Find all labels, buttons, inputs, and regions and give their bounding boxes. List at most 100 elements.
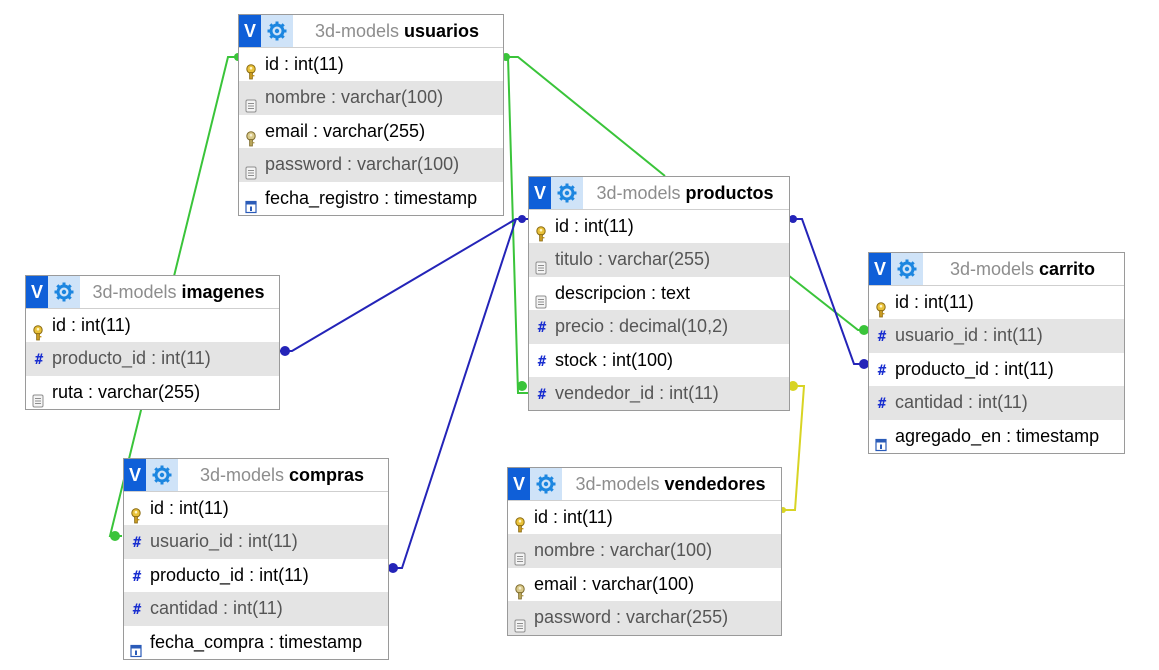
column-label: password : varchar(100) — [265, 154, 460, 175]
column-row-id[interactable]: id : int(11) — [26, 309, 279, 342]
column-row-titulo[interactable]: titulo : varchar(255) — [529, 243, 789, 277]
text-field-icon — [245, 158, 259, 180]
column-row-fecha_registro[interactable]: fecha_registro : timestamp — [239, 182, 503, 215]
column-row-password[interactable]: password : varchar(255) — [508, 601, 781, 635]
primary-key-icon — [32, 319, 46, 341]
timestamp-icon — [130, 636, 144, 657]
column-row-producto_id[interactable]: #producto_id : int(11) — [26, 342, 279, 376]
column-row-id[interactable]: id : int(11) — [239, 48, 503, 81]
numeric-field-icon: # — [877, 329, 887, 346]
column-label: ruta : varchar(255) — [52, 381, 201, 402]
column-row-id[interactable]: id : int(11) — [869, 286, 1124, 319]
column-row-email[interactable]: email : varchar(100) — [508, 568, 781, 601]
column-row-agregado_en[interactable]: agregado_en : timestamp — [869, 420, 1124, 453]
column-label: email : varchar(255) — [265, 120, 426, 141]
relation-compras-producto-productos — [388, 218, 517, 569]
relation-endpoint-dot — [388, 563, 398, 573]
column-row-id[interactable]: id : int(11) — [529, 210, 789, 243]
numeric-field-icon: # — [132, 535, 142, 552]
column-label: id : int(11) — [150, 498, 229, 518]
numeric-field-icon: # — [132, 568, 142, 585]
column-row-nombre[interactable]: nombre : varchar(100) — [239, 81, 503, 115]
column-row-id[interactable]: id : int(11) — [508, 501, 781, 534]
relation-endpoint-dot — [280, 346, 290, 356]
table-options-button[interactable] — [530, 468, 562, 500]
column-row-usuario_id[interactable]: #usuario_id : int(11) — [869, 319, 1124, 353]
table-options-button[interactable] — [891, 253, 923, 285]
column-row-fecha_compra[interactable]: fecha_compra : timestamp — [124, 626, 388, 659]
column-label: vendedor_id : int(11) — [555, 382, 719, 403]
column-row-descripcion[interactable]: descripcion : text — [529, 277, 789, 310]
numeric-field-icon: # — [877, 362, 887, 379]
toggle-columns-button[interactable]: V — [124, 459, 146, 491]
column-row-producto_id[interactable]: # producto_id : int(11) — [869, 353, 1124, 386]
database-name: 3d-models — [596, 183, 681, 203]
toggle-columns-button[interactable]: V — [869, 253, 891, 285]
table-header[interactable]: V 3d-models imagenes — [26, 276, 279, 309]
database-name: 3d-models — [92, 282, 177, 302]
table-title[interactable]: 3d-models imagenes — [84, 276, 273, 308]
column-label: stock : int(100) — [555, 349, 674, 370]
column-label: producto_id : int(11) — [150, 564, 309, 585]
text-field-icon — [32, 386, 46, 408]
toggle-columns-button[interactable]: V — [239, 15, 261, 47]
text-field-icon — [245, 91, 259, 113]
database-name: 3d-models — [199, 465, 284, 485]
column-row-nombre[interactable]: nombre : varchar(100) — [508, 534, 781, 568]
table-title[interactable]: 3d-models vendedores — [566, 468, 775, 500]
text-field-icon — [514, 544, 528, 566]
text-field-icon — [535, 253, 549, 275]
table-columns: id : int(11)#usuario_id : int(11)#produc… — [869, 286, 1124, 453]
primary-key-icon — [130, 502, 144, 524]
table-header[interactable]: V 3d-models productos — [529, 177, 789, 210]
column-row-id[interactable]: id : int(11) — [124, 492, 388, 525]
column-label: cantidad : int(11) — [895, 392, 1028, 413]
table-name: productos — [685, 183, 774, 203]
table-title[interactable]: 3d-models carrito — [927, 253, 1118, 285]
table-usuarios[interactable]: V 3d-models usuarios id : int(11) nombre … — [238, 14, 504, 216]
relation-productos-vendedor-usuarios — [503, 56, 528, 394]
table-options-button[interactable] — [261, 15, 293, 47]
table-name: carrito — [1039, 259, 1096, 279]
table-header[interactable]: V 3d-models compras — [124, 459, 388, 492]
column-row-stock[interactable]: #stock : int(100) — [529, 344, 789, 377]
table-columns: id : int(11)titulo : varchar(255)descrip… — [529, 210, 789, 411]
table-options-button[interactable] — [146, 459, 178, 491]
column-label: cantidad : int(11) — [150, 598, 283, 619]
table-options-button[interactable] — [48, 276, 80, 308]
column-label: usuario_id : int(11) — [150, 531, 298, 552]
database-name: 3d-models — [949, 259, 1034, 279]
toggle-columns-button[interactable]: V — [529, 177, 551, 209]
column-row-cantidad[interactable]: #cantidad : int(11) — [124, 592, 388, 626]
toggle-columns-button[interactable]: V — [26, 276, 48, 308]
toggle-columns-button[interactable]: V — [508, 468, 530, 500]
table-options-button[interactable] — [551, 177, 583, 209]
column-row-producto_id[interactable]: # producto_id : int(11) — [124, 559, 388, 592]
column-label: nombre : varchar(100) — [534, 540, 713, 561]
relation-carrito-producto-productos — [790, 218, 868, 365]
column-row-cantidad[interactable]: #cantidad : int(11) — [869, 386, 1124, 420]
table-productos[interactable]: V 3d-models productos id : int(11)titulo… — [528, 176, 790, 412]
table-compras[interactable]: V 3d-models compras id : int(11) # usuario… — [123, 458, 389, 660]
table-header[interactable]: V 3d-models carrito — [869, 253, 1124, 286]
column-row-usuario_id[interactable]: # usuario_id : int(11) — [124, 525, 388, 559]
table-imagenes[interactable]: V 3d-models imagenes id : int(11)#produc… — [25, 275, 280, 411]
table-title[interactable]: 3d-models productos — [587, 177, 783, 209]
relation-endpoint-dot — [517, 381, 527, 391]
key-icon — [245, 125, 259, 147]
table-header[interactable]: V 3d-models vendedores — [508, 468, 781, 501]
table-name: imagenes — [181, 282, 265, 302]
column-label: agregado_en : timestamp — [895, 425, 1100, 446]
table-title[interactable]: 3d-models usuarios — [297, 15, 497, 47]
column-label: producto_id : int(11) — [895, 358, 1054, 379]
column-row-vendedor_id[interactable]: #vendedor_id : int(11) — [529, 376, 789, 411]
column-row-password[interactable]: password : varchar(100) — [239, 148, 503, 182]
table-header[interactable]: V 3d-models usuarios — [239, 15, 503, 48]
column-label: id : int(11) — [265, 54, 344, 74]
column-row-ruta[interactable]: ruta : varchar(255) — [26, 376, 279, 409]
column-row-precio[interactable]: #precio : decimal(10,2) — [529, 310, 789, 344]
table-carrito[interactable]: V 3d-models carrito id : int(11)#usuario… — [868, 252, 1125, 454]
table-title[interactable]: 3d-models compras — [182, 459, 382, 491]
table-vendedores[interactable]: V 3d-models vendedores id : int(11) nombr… — [507, 467, 782, 636]
column-row-email[interactable]: email : varchar(255) — [239, 115, 503, 148]
